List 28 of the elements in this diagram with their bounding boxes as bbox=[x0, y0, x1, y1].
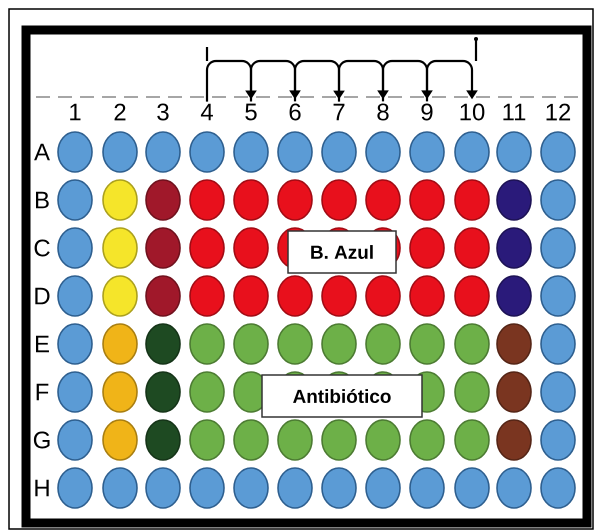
row-letter: E bbox=[36, 336, 49, 352]
column-number: 10 bbox=[460, 104, 484, 120]
column-number: 12 bbox=[546, 104, 570, 120]
row-letter: G bbox=[34, 432, 50, 448]
arrow bbox=[338, 60, 389, 102]
row-letter: H bbox=[35, 480, 49, 496]
arrow bbox=[426, 60, 478, 102]
arrow bbox=[294, 60, 345, 102]
column-number: 8 bbox=[377, 104, 389, 120]
arrow bbox=[250, 60, 301, 102]
arrow bbox=[206, 60, 257, 102]
column-number: 11 bbox=[503, 104, 526, 120]
column-number: 6 bbox=[290, 104, 301, 120]
arrow bbox=[382, 60, 433, 102]
row-letter: C bbox=[34, 240, 50, 256]
column-number: 3 bbox=[157, 104, 169, 120]
column-number: 1 bbox=[70, 104, 80, 120]
column-number: 5 bbox=[245, 104, 257, 120]
row-letter: B bbox=[36, 192, 49, 208]
column-number: 2 bbox=[114, 104, 126, 120]
row-letter: D bbox=[35, 288, 50, 304]
label-box: Antibiótico bbox=[261, 374, 423, 418]
row-letter: F bbox=[36, 384, 48, 400]
column-number: 7 bbox=[334, 104, 344, 120]
label-box: B. Azul bbox=[287, 230, 397, 274]
column-number: 4 bbox=[200, 104, 213, 120]
row-letter: A bbox=[34, 144, 50, 160]
column-number: 9 bbox=[421, 104, 432, 120]
